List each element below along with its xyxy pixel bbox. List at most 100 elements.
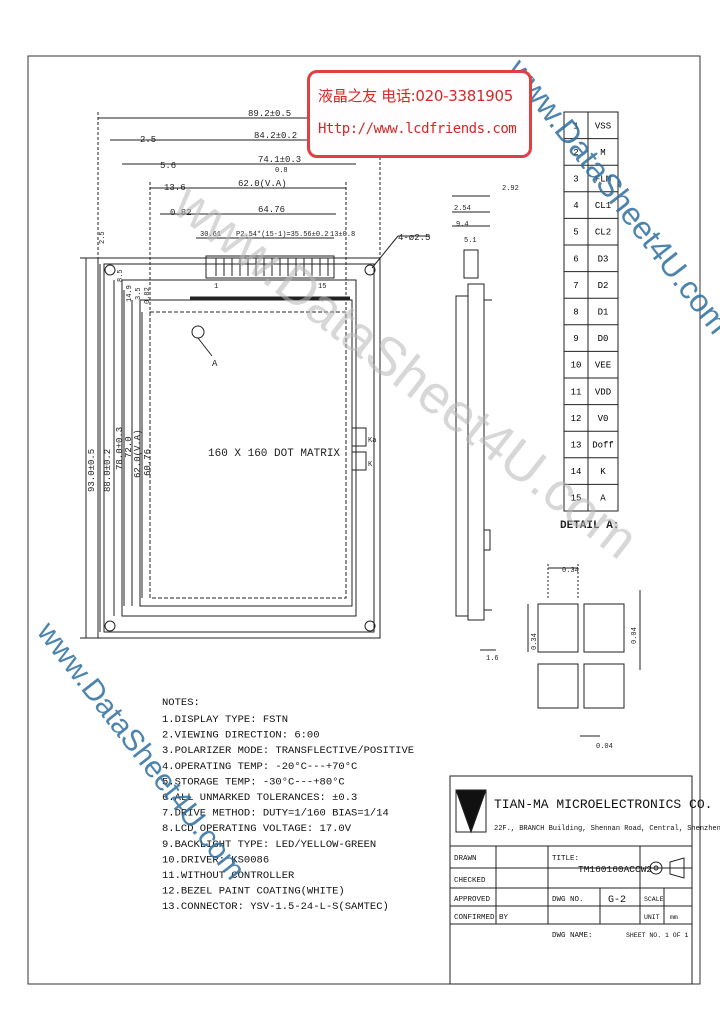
note-item: 8.LCD OPERATING VOLTAGE: 17.0V (162, 823, 352, 835)
pin-number: 13 (571, 441, 582, 451)
scale-label: SCALE (644, 896, 664, 903)
note-item: 3.POLARIZER MODE: TRANSFLECTIVE/POSITIVE (162, 745, 414, 757)
sheet-label: SHEET NO. 1 OF 1 (626, 932, 689, 939)
pin-number: 15 (571, 494, 582, 504)
pin-number: 8 (573, 308, 578, 318)
dwg-no-label: DWG NO. (552, 896, 584, 904)
header-badge: 液晶之友 电话:020-3381905 Http://www.lcdfriend… (307, 70, 532, 158)
note-item: 1.DISPLAY TYPE: FSTN (162, 714, 288, 726)
note-item: 11.WITHOUT CONTROLLER (162, 870, 295, 882)
dim-left-2-5: 2.5 (99, 231, 107, 244)
badge-contact-line: 液晶之友 电话:020-3381905 (318, 87, 513, 105)
note-item: 6.ALL UNMARKED TOLERANCES: ±0.3 (162, 792, 357, 804)
pin15-label: 15 (318, 283, 326, 291)
side-dims: 2.92 2.54 9.4 5.1 1.6 (454, 185, 519, 663)
pin-signal: Doff (592, 441, 614, 451)
detail-a-title: DETAIL A: (560, 520, 619, 532)
pin-number: 5 (573, 228, 578, 238)
pin-signal: D1 (598, 308, 609, 318)
pin-number: 7 (573, 281, 578, 291)
notes-title: NOTES: (162, 697, 200, 709)
company-logo (455, 789, 487, 834)
side-connector (463, 249, 479, 279)
dim-0-82: 0.82 (170, 208, 192, 218)
dim-13-6: 13.6 (164, 183, 186, 193)
detail-a-marker (191, 325, 205, 339)
title-block (449, 775, 693, 985)
pin-number: 4 (573, 201, 578, 211)
badge-website-link[interactable]: Http://www.lcdfriends.com (318, 121, 517, 137)
pin-number: 14 (571, 467, 582, 477)
pin-signal: CL2 (595, 228, 611, 238)
hole-label: 4-ø2.5 (398, 233, 430, 243)
unit-label: UNIT (644, 914, 660, 921)
dwg-no-value: G-2 (608, 895, 626, 906)
pin-signal: A (600, 494, 606, 504)
mount-hole-tr (364, 264, 376, 276)
mount-hole-bl (104, 620, 116, 632)
dim-left-8-5: 8.5 (117, 269, 125, 282)
side-dim-1-6: 1.6 (486, 655, 499, 663)
dim-bezel-width: 74.1±0.3 (258, 155, 301, 165)
dwg-name-label: DWG NAME: (552, 932, 593, 940)
title-block-texts: TIAN-MA MICROELECTRONICS CO. 22F., BRANC… (454, 797, 720, 940)
pin-signal: D0 (598, 334, 609, 344)
note-item: 13.CONNECTOR: YSV-1.5-24-L-S(SAMTEC) (162, 901, 389, 913)
approved-label: APPROVED (454, 896, 491, 904)
front-view (80, 112, 430, 639)
confirmed-label: CONFIRMED BY (454, 914, 509, 922)
pin-table-frame (563, 111, 619, 512)
title-label: TITLE: (552, 855, 579, 863)
watermark-right: www.DataSheet4U.com (500, 51, 720, 340)
unit-value: mm (670, 914, 678, 921)
connector-right-dim: 13±0.8 (330, 231, 355, 239)
connector-pitch-label: P2.54*(15-1)=35.56±0.2 (236, 231, 328, 239)
mount-hole-br (364, 620, 376, 632)
company-address: 22F., BRANCH Building, Shennan Road, Cen… (494, 825, 720, 833)
pin-number: 3 (573, 175, 578, 185)
front-dims: 89.2±0.5 2.5 84.2±0.2 74.1±0.3 5.6 0.8 1… (87, 109, 430, 492)
dim-left-3-5: 3.5 (135, 287, 143, 300)
mount-hole-tl (104, 264, 116, 276)
pin-signal: D2 (598, 281, 609, 291)
note-item: 10.DRIVER: KS0086 (162, 854, 269, 866)
pin-signal: V0 (598, 414, 609, 424)
pin1-label: 1 (214, 283, 218, 291)
projection-symbol (649, 861, 663, 875)
pin-number: 9 (573, 334, 578, 344)
pin-number: 1 (573, 121, 578, 131)
dim-5-6: 5.6 (160, 161, 176, 171)
pin-signal: M (600, 148, 605, 158)
side-led (483, 529, 491, 551)
active-area (149, 311, 347, 599)
side-dim-5-1: 5.1 (464, 237, 477, 245)
pin-number: 10 (571, 361, 582, 371)
detail-dot-tl (537, 603, 579, 653)
dim-overall-width: 89.2±0.5 (248, 109, 291, 119)
connector-left-dim: 30.61 (200, 231, 221, 239)
note-item: 7.DRIVE METHOD: DUTY=1/160 BIAS=1/14 (162, 808, 389, 820)
dim-active-height: 60.76 (143, 449, 153, 476)
pin-signal: VDD (595, 387, 611, 397)
dim-left-0-82: 0.82 (144, 287, 152, 304)
side-dim-2-54: 2.54 (454, 205, 471, 213)
pin-signal: CL1 (595, 201, 611, 211)
note-item: 4.OPERATING TEMP: -20°C---+70°C (162, 761, 357, 773)
dim-va-width: 62.0(V.A) (238, 179, 287, 189)
connector-pins (215, 258, 329, 276)
pin-signal: FLM (595, 175, 611, 185)
note-item: 9.BACKLIGHT TYPE: LED/YELLOW-GREEN (162, 839, 376, 851)
dim-pcb-height: 88.0±0.2 (103, 449, 113, 492)
dim-va-height: 62.0(V.A) (133, 429, 143, 478)
dim-overall-height: 93.0±0.5 (87, 449, 97, 492)
dim-left-14-9: 14.9 (126, 285, 134, 302)
checked-label: CHECKED (454, 877, 486, 885)
detail-h: 0.34 (531, 633, 539, 650)
detail-w: 0.34 (562, 567, 579, 575)
detail-gap: 0.04 (631, 627, 639, 644)
led-k-label: K (368, 461, 373, 469)
detail-a-texts: DETAIL A: 0.34 0.34 0.04 0.04 (531, 520, 639, 751)
detail-a (527, 564, 641, 737)
